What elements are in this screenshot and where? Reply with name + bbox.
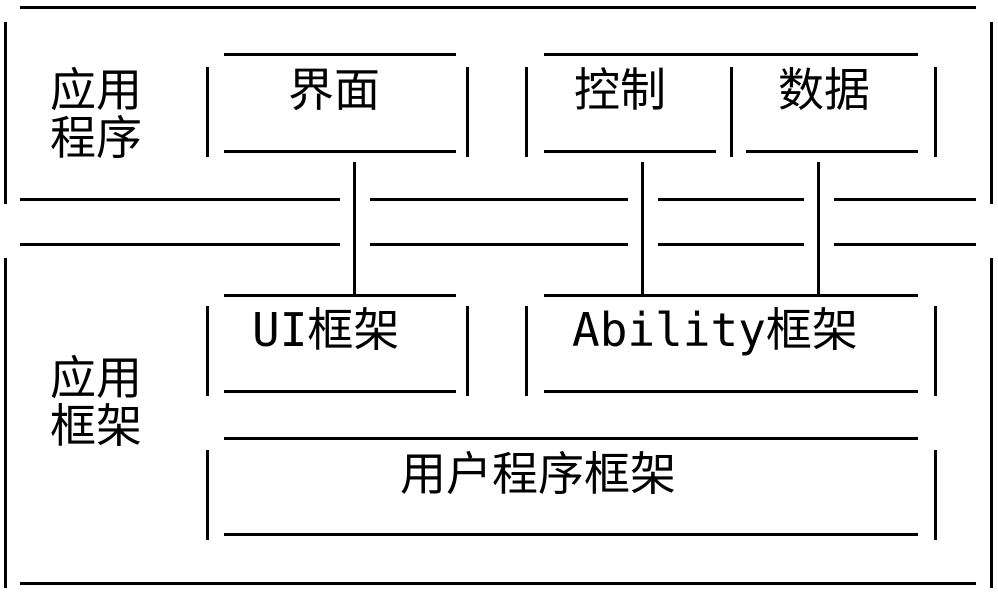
ui-framework-right — [466, 306, 469, 396]
app-layer-bottom-border-seg3 — [658, 198, 804, 201]
control-module-left — [525, 67, 528, 157]
ui-module-bottom — [224, 150, 456, 153]
ui-framework-top — [224, 294, 456, 297]
app-layer-left-border — [4, 22, 7, 204]
ui-framework-label-text: UI框架 — [252, 303, 400, 357]
framework-layer-label-line1: 应用 — [50, 351, 142, 405]
framework-layer-top-border-seg4 — [834, 243, 976, 246]
ui-module-label: 界面 — [288, 63, 380, 117]
ui-module-top — [224, 53, 456, 56]
framework-layer-bottom-border — [20, 582, 976, 585]
control-data-divider — [730, 67, 733, 157]
app-layer-label-line2: 程序 — [50, 111, 142, 165]
user-program-framework-right — [934, 450, 937, 540]
framework-layer-label: 应用 框架 — [50, 354, 142, 450]
control-module-label: 控制 — [574, 63, 666, 117]
ability-framework-bottom — [544, 390, 918, 393]
ability-framework-left — [525, 306, 528, 396]
ability-framework-label: Ability框架 — [572, 306, 858, 354]
framework-layer-label-line2: 框架 — [50, 399, 142, 453]
framework-layer-top-border-seg1 — [20, 243, 340, 246]
framework-layer-top-border-seg3 — [658, 243, 804, 246]
control-module-bottom — [544, 150, 716, 153]
user-program-framework-top — [224, 437, 918, 440]
ui-module-right — [466, 67, 469, 157]
connector-ui — [353, 162, 356, 296]
app-layer-label: 应用 程序 — [50, 66, 142, 162]
data-module-bottom — [746, 150, 918, 153]
connector-data — [817, 162, 820, 296]
user-program-framework-left — [206, 450, 209, 540]
framework-layer-left-border — [4, 258, 7, 588]
control-data-module-top — [544, 53, 918, 56]
data-module-label: 数据 — [778, 63, 870, 117]
app-layer-bottom-border-seg1 — [20, 198, 340, 201]
app-layer-label-line1: 应用 — [50, 63, 142, 117]
user-program-framework-bottom — [224, 533, 918, 536]
ui-framework-label: UI框架 — [252, 306, 399, 354]
ui-framework-left — [206, 306, 209, 396]
framework-layer-right-border — [990, 258, 993, 588]
connector-control — [641, 162, 644, 296]
ability-framework-top — [544, 294, 918, 297]
app-layer-top-border — [20, 6, 976, 9]
ability-framework-label-text: Ability框架 — [572, 303, 858, 357]
ui-module-left — [206, 67, 209, 157]
framework-layer-top-border-seg2 — [370, 243, 628, 246]
ability-framework-right — [934, 306, 937, 396]
user-program-framework-label: 用户程序框架 — [400, 447, 676, 501]
data-module-right — [934, 67, 937, 157]
ui-framework-bottom — [224, 390, 456, 393]
app-layer-bottom-border-seg2 — [370, 198, 628, 201]
app-layer-right-border — [990, 22, 993, 204]
app-layer-bottom-border-seg4 — [834, 198, 976, 201]
